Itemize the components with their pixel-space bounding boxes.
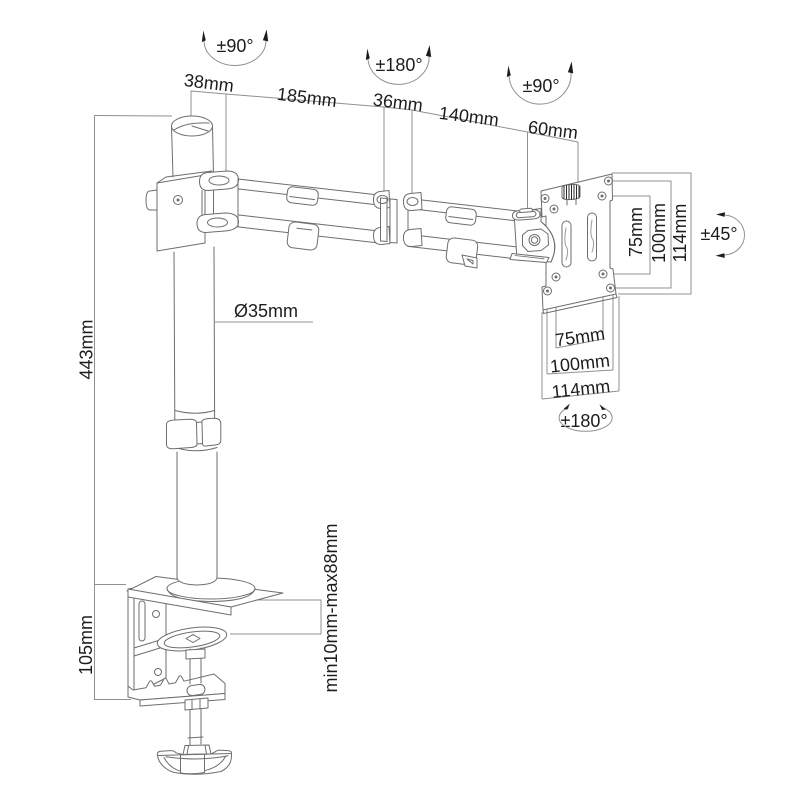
svg-text:±180°: ±180°: [375, 55, 422, 75]
svg-text:75mm: 75mm: [626, 207, 646, 257]
svg-text:±90°: ±90°: [216, 36, 253, 56]
svg-text:105mm: 105mm: [76, 615, 96, 675]
svg-text:114mm: 114mm: [670, 204, 690, 263]
svg-text:140mm: 140mm: [438, 103, 500, 130]
svg-text:min10mm-max88mm: min10mm-max88mm: [321, 523, 341, 692]
svg-text:100mm: 100mm: [549, 350, 611, 376]
svg-text:100mm: 100mm: [649, 203, 669, 263]
svg-text:75mm: 75mm: [554, 324, 606, 351]
svg-text:±180°: ±180°: [560, 411, 607, 431]
svg-text:36mm: 36mm: [372, 90, 424, 116]
svg-text:60mm: 60mm: [527, 117, 579, 143]
svg-text:443mm: 443mm: [77, 319, 97, 379]
svg-text:±90°: ±90°: [522, 76, 559, 96]
svg-text:185mm: 185mm: [276, 84, 338, 111]
svg-text:Ø35mm: Ø35mm: [234, 301, 298, 321]
svg-text:114mm: 114mm: [551, 376, 611, 402]
svg-text:±45°: ±45°: [700, 224, 737, 244]
